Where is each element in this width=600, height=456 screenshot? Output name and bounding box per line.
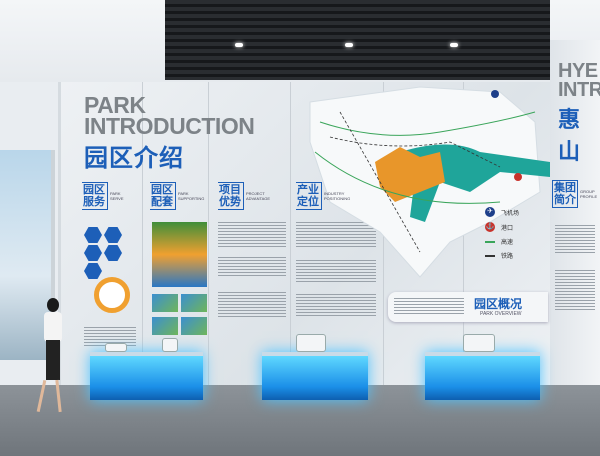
hexagon-icon (84, 227, 102, 243)
hexagon-icon (84, 245, 102, 261)
display-device[interactable] (463, 334, 495, 352)
section-en: PARK SERVE (110, 191, 124, 201)
highway-line-icon (485, 240, 495, 243)
section-cn: 园区配套 (150, 182, 176, 210)
park-overview-plaque: 园区概况 PARK OVERVIEW (388, 292, 548, 322)
ceiling-lamp (345, 43, 353, 47)
ceiling-lamp (235, 43, 243, 47)
display-device[interactable] (162, 338, 178, 352)
ceiling-slats (165, 0, 550, 80)
legend-highway: 高速 (485, 237, 540, 246)
text-block (84, 327, 136, 347)
legend-label: 港口 (501, 225, 514, 232)
section-en: GROUP PROFILE (580, 189, 598, 199)
photo (181, 294, 207, 312)
display-pedestal (425, 352, 540, 400)
section-cn: 园区服务 (82, 182, 108, 210)
text-block (555, 270, 595, 310)
page-title-cn: 园区介绍 (84, 145, 184, 172)
legend-airport: ✈ 飞机场 (485, 207, 540, 217)
page-title-en: PARK INTRODUCTION (84, 92, 255, 139)
photo (152, 317, 178, 335)
supporting-photo-panel (152, 222, 207, 287)
section-en: PROJECT ADVANTAGE (246, 191, 271, 201)
hexagon-icon (84, 263, 102, 279)
port-icon: ⚓ (485, 222, 495, 232)
railway-line-icon (485, 254, 495, 257)
section-project-advantage: 项目优势 PROJECT ADVANTAGE (218, 182, 270, 210)
right-title-en-line2: INTR (558, 79, 600, 101)
park-region-icon (375, 147, 445, 202)
section-park-supporting: 园区配套 PARK SUPPORTING (150, 182, 205, 210)
legend-railway: 铁路 (485, 251, 540, 260)
map-graphic (309, 86, 550, 278)
hexagon-icon (104, 227, 122, 243)
text-block (296, 294, 376, 316)
service-ring-diagram (94, 277, 130, 313)
right-wall: HYE INTR 惠山 集团简介 GROUP PROFILE (550, 40, 600, 390)
text-block (218, 222, 286, 247)
display-pedestal (262, 352, 368, 400)
title-en-line1: PARK (84, 92, 146, 118)
text-block (555, 225, 595, 255)
wall-seam (208, 82, 209, 385)
section-cn: 集团简介 (552, 180, 578, 208)
section-industry-positioning: 产业定位 INDUSTRY POSITIONING (296, 182, 351, 210)
right-title-cn: 惠山 (558, 107, 582, 164)
service-hexagons (84, 227, 140, 279)
overview-title-en: PARK OVERVIEW (480, 311, 522, 317)
section-en: PARK SUPPORTING (178, 191, 205, 201)
right-title-en-line1: HYE (558, 60, 598, 82)
legend-label: 高速 (501, 240, 514, 246)
park-location-map: ✈ 飞机场 ⚓ 港口 高速 铁路 (300, 82, 550, 287)
legend-port: ⚓ 港口 (485, 222, 540, 232)
section-cn: 产业定位 (296, 182, 322, 210)
display-device[interactable] (105, 343, 127, 352)
right-title-en: HYE INTR (558, 60, 600, 101)
text-block (218, 257, 286, 277)
wall-seam (290, 82, 291, 385)
legend-label: 飞机场 (501, 210, 520, 217)
section-en: INDUSTRY POSITIONING (324, 191, 351, 201)
overview-title-cn: 园区概况 (474, 297, 523, 311)
text-block (296, 260, 376, 282)
text-block (394, 298, 464, 316)
text-block (296, 222, 376, 247)
wall-edge (58, 82, 61, 385)
wall-seam (142, 82, 143, 385)
text-block (218, 292, 286, 317)
airplane-icon: ✈ (485, 207, 495, 217)
visitor-figure (35, 298, 75, 416)
photo (152, 294, 178, 312)
map-legend: ✈ 飞机场 ⚓ 港口 高速 铁路 (485, 207, 540, 265)
photo (181, 317, 207, 335)
display-device[interactable] (296, 334, 326, 352)
title-en-line2: INTRODUCTION (84, 113, 255, 139)
ceiling-lamp (450, 43, 458, 47)
hexagon-icon (104, 245, 122, 261)
section-cn: 项目优势 (218, 182, 244, 210)
section-park-serve: 园区服务 PARK SERVE (82, 182, 134, 210)
legend-label: 铁路 (501, 254, 514, 260)
display-pedestal (90, 352, 203, 400)
group-profile-section: 集团简介 GROUP PROFILE (552, 180, 598, 208)
